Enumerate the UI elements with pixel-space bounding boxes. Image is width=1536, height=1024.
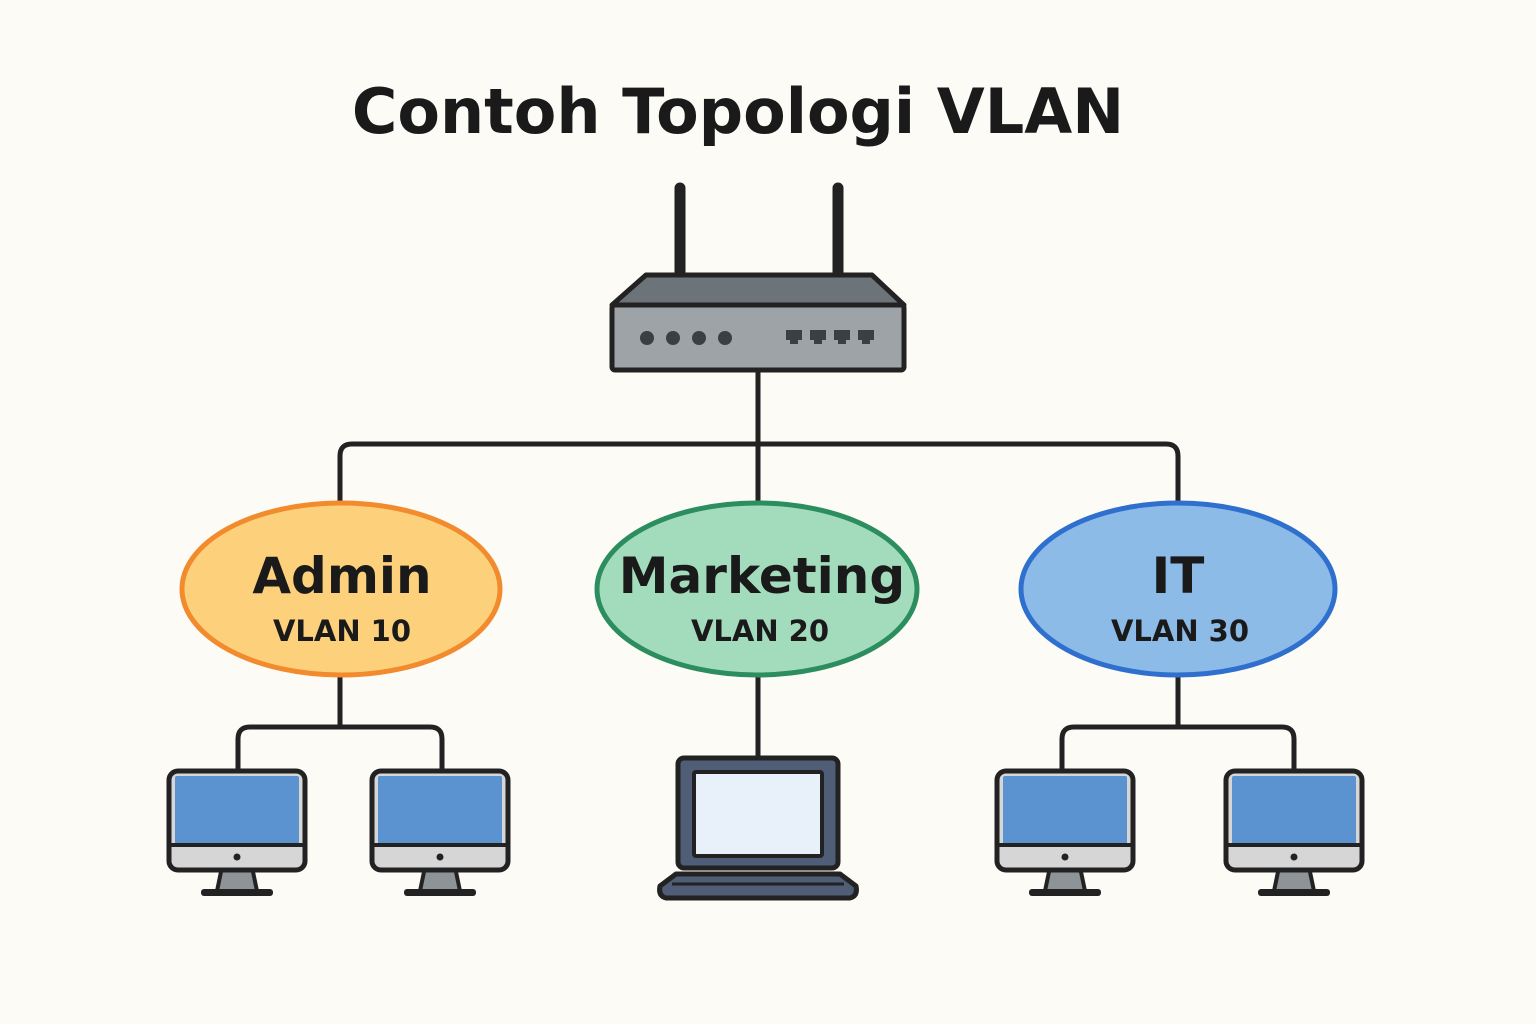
vlan-admin-id: VLAN 10: [273, 614, 411, 648]
desktop-computer-icon: [1226, 771, 1362, 896]
link-it-devices: [1059, 724, 1297, 773]
vlan-it-name: IT: [1152, 547, 1205, 605]
admin-devices: [169, 771, 508, 896]
desktop-computer-icon: [372, 771, 508, 896]
vlan-it-id: VLAN 30: [1111, 614, 1249, 648]
vlan-it: IT VLAN 30: [1018, 500, 1338, 678]
link-distribution-bus: [337, 441, 1181, 505]
vlan-admin: Admin VLAN 10: [179, 500, 503, 678]
router-front-panel: [609, 302, 907, 373]
desktop-computer-icon: [997, 771, 1133, 896]
link-admin-devices: [235, 724, 445, 773]
marketing-devices: [660, 758, 857, 898]
it-devices: [997, 771, 1362, 896]
router-ethernet-ports: [786, 330, 874, 344]
router-status-lights: [640, 331, 732, 345]
vlan-admin-ellipse: [179, 500, 503, 678]
router-top-panel: [609, 272, 907, 308]
network-links: [235, 365, 1297, 773]
vlan-marketing-ellipse: [594, 500, 920, 678]
vlan-marketing: Marketing VLAN 20: [594, 500, 920, 678]
router-icon: [609, 182, 907, 373]
vlan-marketing-name: Marketing: [619, 547, 905, 605]
vlan-admin-name: Admin: [252, 547, 431, 605]
vlan-marketing-id: VLAN 20: [691, 614, 829, 648]
desktop-computer-icon: [169, 771, 305, 896]
page-title: Contoh Topologi VLAN: [352, 75, 1124, 148]
vlan-it-ellipse: [1018, 500, 1338, 678]
laptop-icon: [660, 758, 857, 898]
